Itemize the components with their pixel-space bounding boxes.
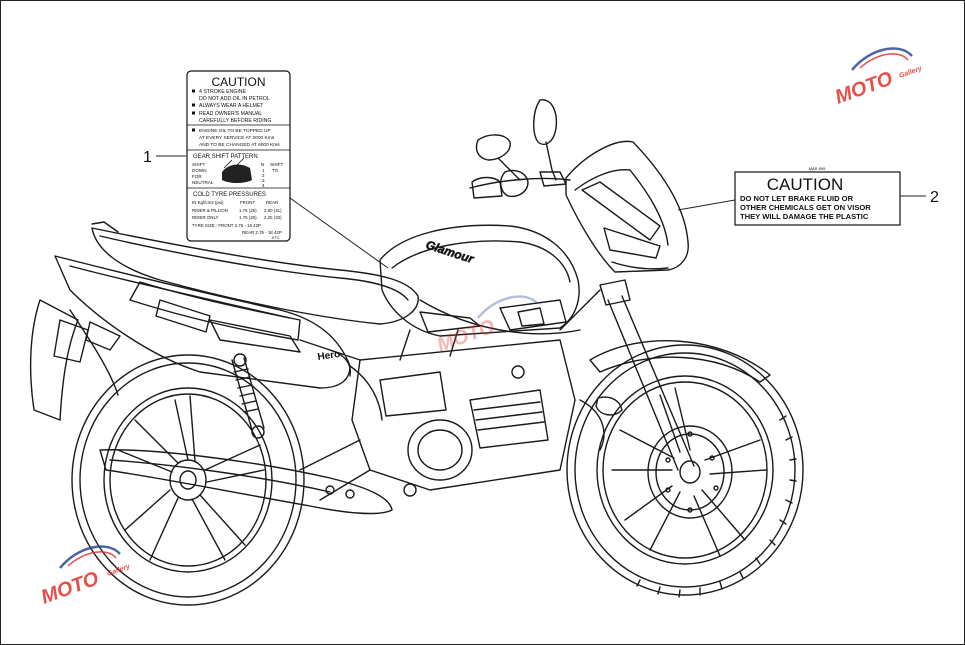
label-1-bullets: 4 STROKE ENGINE DO NOT ADD OIL IN PETROL… xyxy=(192,89,271,124)
label-1-tyre-row-1-rear: 2.25 (33) xyxy=(264,215,282,220)
watermark-top-right: MOTO Gallery xyxy=(832,47,924,109)
callout-2: 2 xyxy=(677,189,939,211)
label-1-oil-1: AT EVERY SERVICE AT 2000 Kms xyxy=(199,135,275,141)
label-1-gear-num-2: 2 xyxy=(262,173,265,178)
label-1-tyre-row-0-label: RIDER & PILLION xyxy=(192,208,228,213)
label-1-gear-num-4: 4 xyxy=(262,183,265,188)
front-wheel xyxy=(566,344,804,598)
motorcycle-illustration xyxy=(29,99,804,606)
watermark-bottom-left-text: MOTO xyxy=(38,567,102,608)
label-1-title: CAUTION xyxy=(212,75,266,89)
label-1-tyre-size-rear: REAR 2.75 - 18 42P xyxy=(242,230,282,235)
label-1-gear-num-0: N xyxy=(261,162,264,167)
label-2-title: CAUTION xyxy=(767,175,844,194)
seat xyxy=(91,221,419,325)
label-1-code: KTC xyxy=(272,236,280,240)
watermark-bottom-left: MOTO Gallery xyxy=(38,545,132,609)
label-1-tyre-row-0-rear: 2.80 (41) xyxy=(264,208,282,213)
label-2-line-0: DO NOT LET BRAKE FLUID OR xyxy=(740,194,854,203)
label-1-tyre-size-front: TYRE SIZE : FRONT 2.75 - 18 42P xyxy=(192,223,261,228)
watermark-top-right-text: MOTO xyxy=(832,67,896,108)
rear-mudguard xyxy=(29,299,121,421)
label-1-tyre-row-1-front: 1.75 (25) xyxy=(239,215,257,220)
caution-label-2: MAR 895 CAUTION DO NOT LET BRAKE FLUID O… xyxy=(734,166,901,226)
label-1-gear-right-1: TO xyxy=(272,168,279,173)
label-1-tyre-title: COLD TYRE PRESSURES xyxy=(193,192,266,198)
callout-1: 1 xyxy=(143,149,389,269)
label-1-bullet-4: CAREFULLY BEFORE RIDING xyxy=(199,118,271,124)
label-1-gear-num-3: 3 xyxy=(262,178,265,183)
label-1-gear-left-3: NEUTRAL xyxy=(192,180,214,185)
callout-1-number: 1 xyxy=(143,149,152,166)
label-1-tyre-row-0-front: 1.75 (25) xyxy=(239,208,257,213)
rear-shock xyxy=(231,353,265,439)
label-2-line-2: THEY WILL DAMAGE THE PLASTIC xyxy=(740,212,869,221)
callout-2-number: 2 xyxy=(930,189,939,206)
label-2-line-1: OTHER CHEMICALS GET ON VISOR xyxy=(740,203,871,212)
label-1-tyre-row-1-label: RIDER ONLY xyxy=(192,215,219,220)
label-1-bullet-0: 4 STROKE ENGINE xyxy=(199,89,247,95)
gear-pedal-icon xyxy=(222,164,252,183)
label-1-tyre-rear-head: REAR xyxy=(266,200,278,205)
side-panel xyxy=(54,255,352,389)
label-1-gear-left-1: DOWN xyxy=(192,168,207,173)
label-1-gear-left-0: SHIFT xyxy=(192,162,205,167)
brand-text: Hero xyxy=(317,349,341,363)
label-1-gear-title: GEAR SHIFT PATTERN xyxy=(193,154,258,160)
label-1-tyre-unit: IN Kgf/cm2 (psi) xyxy=(192,200,224,205)
label-1-gear-num-1: 1 xyxy=(262,168,265,173)
mirrors-handlebar xyxy=(469,99,571,199)
label-1-bullet-2: ALWAYS WEAR A HELMET xyxy=(199,103,264,109)
chain-cover xyxy=(99,449,393,515)
frame xyxy=(299,289,601,421)
label-2-code: MAR 895 xyxy=(809,166,826,171)
watermark-bottom-left-sub: Gallery xyxy=(106,563,132,578)
caution-label-1: CAUTION 4 STROKE ENGINE DO NOT ADD OIL I… xyxy=(186,70,291,242)
label-1-tyre-front-head: FRONT xyxy=(240,200,255,205)
label-1-gear-right-0: SHIFT xyxy=(270,162,283,167)
callout-1-pointer xyxy=(289,197,389,269)
watermark-top-right-sub: Gallery xyxy=(898,65,924,80)
label-1-oil-2: AND TO BE CHANGED AT 6000 Kms xyxy=(199,142,280,148)
front-fork xyxy=(589,279,771,471)
label-1-bullet-3: READ OWNER'S MANUAL xyxy=(199,111,262,117)
engine xyxy=(299,329,605,501)
label-1-oil-0: ENGINE OIL TO BE TOPPED UP xyxy=(199,128,271,134)
label-1-bullet-1: DO NOT ADD OIL IN PETROL xyxy=(199,96,270,102)
callout-2-pointer xyxy=(677,199,736,211)
headlight-cowl xyxy=(565,140,689,273)
label-1-gear-left-2: FOR xyxy=(192,174,202,179)
